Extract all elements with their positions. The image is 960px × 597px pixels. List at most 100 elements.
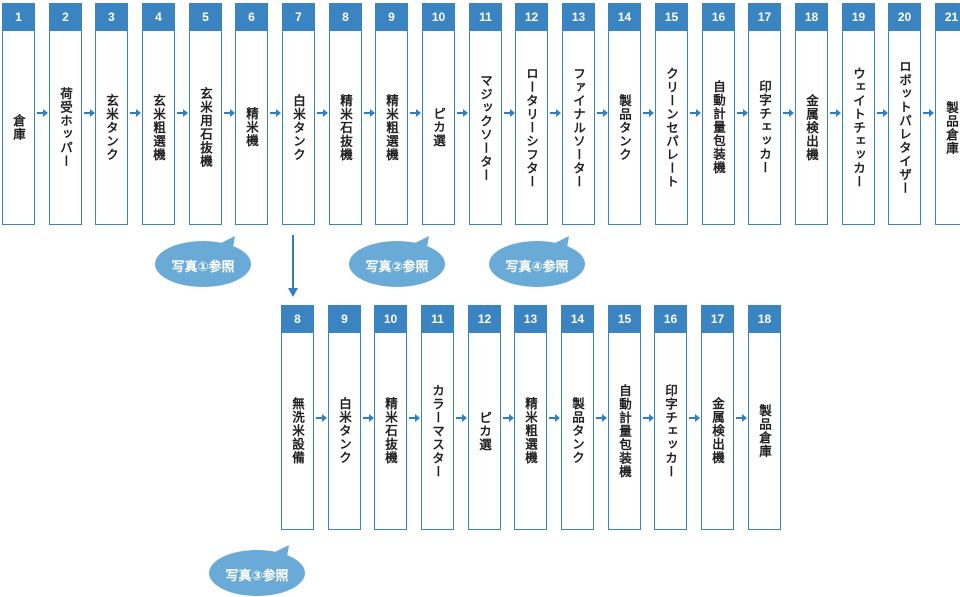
step-label: 精米石抜機 (338, 93, 353, 162)
step-number: 15 (609, 306, 640, 333)
step-number: 4 (143, 4, 174, 31)
flow-arrow-icon (363, 414, 374, 422)
step-number: 8 (282, 306, 313, 333)
step-label: 倉庫 (11, 114, 26, 141)
step-label: 印字チェッカー (757, 80, 772, 175)
flow-arrow-icon (830, 109, 841, 117)
flow-arrow-icon (923, 109, 934, 117)
step-number: 18 (749, 306, 780, 333)
step-number: 19 (843, 4, 874, 31)
step-label: ロボットパレタイザー (897, 60, 912, 195)
step-label: 自動計量包装機 (617, 383, 632, 479)
flow-arrow-icon (84, 109, 95, 117)
flow-arrow-icon (224, 109, 235, 117)
photo-note-label: 写真③参照 (225, 569, 289, 584)
step-number: 5 (190, 4, 221, 31)
flow-arrow-icon (736, 414, 747, 422)
step-label: ピカ選 (431, 107, 446, 148)
step-label: 製品タンク (617, 93, 632, 162)
step-label: クリーンセパレート (664, 66, 679, 189)
step-label: 製品倉庫 (944, 100, 959, 155)
photo-note-label: 写真④参照 (505, 260, 569, 275)
flow-arrow-icon (596, 414, 607, 422)
flow-arrow-icon (690, 109, 701, 117)
photo-note-bubble-icon (209, 545, 305, 596)
flow-arrow-icon (270, 109, 281, 117)
step-label: 金属検出機 (804, 93, 819, 162)
step-number: 12 (469, 306, 500, 333)
step-number: 14 (609, 4, 640, 31)
step-number: 11 (422, 306, 453, 333)
flow-arrow-icon (177, 109, 188, 117)
branch-step-1: 8 無洗米設備 (281, 305, 314, 530)
step-number: 9 (376, 4, 407, 31)
step-label: 製品倉庫 (757, 404, 772, 458)
photo-note-label: 写真②参照 (365, 260, 429, 275)
flow-arrow-icon (503, 414, 514, 422)
step-label: ピカ選 (477, 410, 492, 452)
step-number: 9 (329, 306, 360, 333)
step-label: 精米機 (244, 107, 259, 148)
step-number: 1 (3, 4, 34, 31)
main-step-8: 8 精米石抜機 (329, 3, 362, 225)
step-number: 17 (749, 4, 780, 31)
step-label: ファイナルソーター (571, 66, 586, 189)
step-label: ロータリーシフター (524, 66, 539, 189)
main-step-17: 17 印字チェッカー (748, 3, 781, 225)
flow-arrow-icon (317, 109, 328, 117)
step-label: 無洗米設備 (290, 397, 305, 465)
step-number: 12 (516, 4, 547, 31)
step-number: 13 (515, 306, 546, 333)
step-label: 自動計量包装機 (711, 80, 726, 175)
flow-arrow-icon (316, 414, 327, 422)
step-number: 21 (936, 4, 960, 31)
branch-step-5: 12 ピカ選 (468, 305, 501, 530)
step-label: 玄米タンク (104, 93, 119, 162)
flow-arrow-icon (37, 109, 48, 117)
flow-arrow-icon (643, 109, 654, 117)
branch-down-arrow-icon (288, 235, 298, 297)
flow-arrow-icon (456, 414, 467, 422)
branch-step-8: 15 自動計量包装機 (608, 305, 641, 530)
photo-note-label: 写真①参照 (171, 260, 235, 275)
main-step-12: 12 ロータリーシフター (515, 3, 548, 225)
main-step-15: 15 クリーンセパレート (655, 3, 688, 225)
step-label: 玄米用石抜機 (198, 87, 213, 168)
flow-arrow-icon (410, 109, 421, 117)
step-number: 15 (656, 4, 687, 31)
flow-arrow-icon (504, 109, 515, 117)
flow-arrow-icon (643, 414, 654, 422)
step-number: 3 (96, 4, 127, 31)
main-step-1: 1 倉庫 (2, 3, 35, 225)
step-number: 2 (50, 4, 81, 31)
step-number: 10 (375, 306, 406, 333)
photo-note-bubble-icon (489, 236, 585, 287)
flow-arrow-icon (364, 109, 375, 117)
step-number: 16 (703, 4, 734, 31)
step-number: 8 (330, 4, 361, 31)
photo-note-bubble-icon (155, 236, 251, 287)
flow-arrow-icon (549, 414, 560, 422)
main-step-16: 16 自動計量包装機 (702, 3, 735, 225)
flow-arrow-icon (130, 109, 141, 117)
flow-arrow-icon (737, 109, 748, 117)
flow-arrow-icon (550, 109, 561, 117)
step-label: 印字チェッカー (663, 383, 678, 479)
main-step-21: 21 製品倉庫 (935, 3, 960, 225)
main-step-3: 3 玄米タンク (95, 3, 128, 225)
flow-arrow-icon (689, 414, 700, 422)
step-number: 11 (470, 4, 501, 31)
